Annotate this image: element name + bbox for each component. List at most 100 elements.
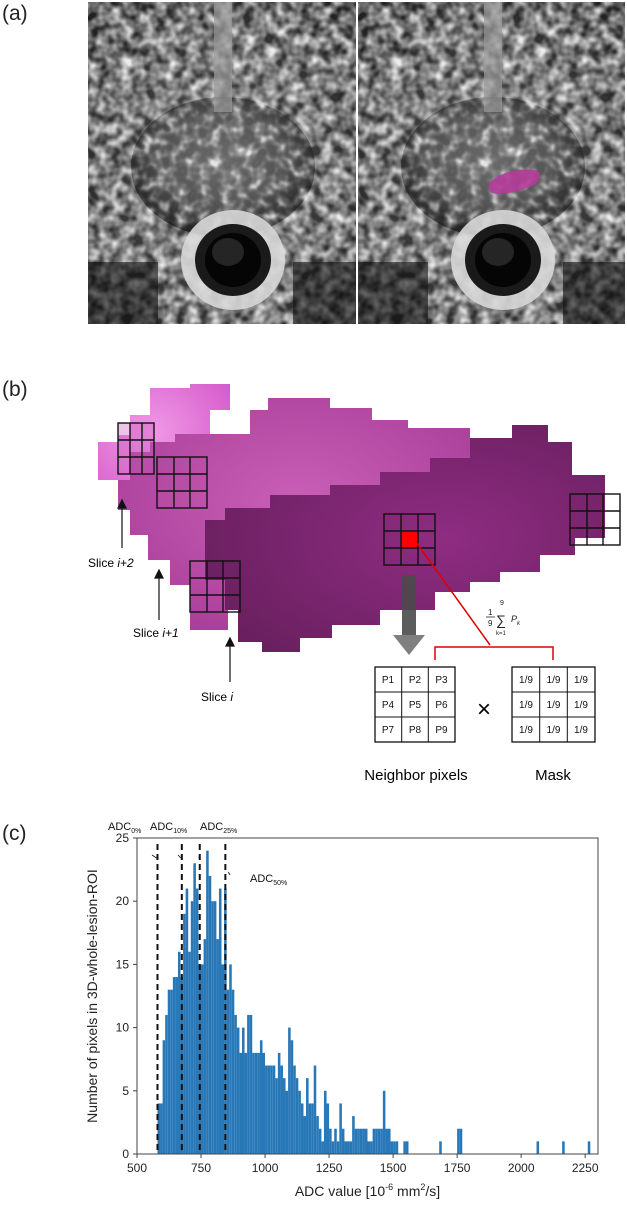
y-tick-label: 0 [122, 1147, 129, 1161]
histogram-bar [262, 1052, 266, 1154]
histogram-bar [234, 1014, 237, 1154]
percentile-label: ADC25% [200, 821, 237, 835]
percentile-label: ADC50% [250, 873, 287, 887]
histogram-bar [218, 888, 222, 1154]
histogram-bar [395, 1141, 399, 1154]
neighbor-cell: P6 [435, 700, 448, 711]
percentile-label: ADC0% [108, 821, 141, 835]
neighbor-cell: P5 [409, 700, 422, 711]
histogram-bar [354, 1128, 358, 1154]
histogram-bar [280, 1065, 283, 1154]
grid-slice-i-plus-2 [117, 422, 155, 475]
histogram-bar [393, 1141, 396, 1154]
mask-cell: 1/9 [574, 700, 588, 711]
histogram-bar [288, 1027, 291, 1154]
histogram-bar [293, 1065, 296, 1154]
histogram-bar [321, 1141, 324, 1154]
svg-text:9: 9 [488, 619, 493, 628]
lesion-roi-overlay [488, 169, 540, 194]
histogram-bar [306, 1078, 309, 1154]
percentile-pointer [151, 854, 157, 859]
histogram-bar [313, 1065, 317, 1154]
histogram-bar [201, 964, 204, 1154]
x-tick-label: 1750 [444, 1161, 471, 1175]
x-tick-label: 750 [191, 1161, 211, 1175]
percentile-pointer [177, 854, 182, 859]
histogram-bar [165, 1014, 168, 1154]
histogram-bar [216, 939, 219, 1154]
histogram-bar [236, 1027, 240, 1154]
mask-table: 1/9 1/9 1/9 1/9 1/9 1/9 1/9 1/9 1/9 [511, 666, 596, 743]
histogram-bar [316, 1116, 319, 1154]
histogram-bar [323, 1090, 327, 1154]
histogram-bar [352, 1116, 355, 1154]
histogram-bar [295, 1078, 299, 1154]
multiply-symbol: × [477, 696, 491, 723]
x-tick-label: 2250 [572, 1161, 599, 1175]
neighbor-cell: P1 [382, 675, 395, 686]
neighbor-cell: P8 [409, 725, 422, 736]
histogram-bar [195, 888, 199, 1154]
pixel-link-line [415, 541, 491, 646]
mri-image-left [88, 2, 356, 324]
x-tick-label: 500 [127, 1161, 147, 1175]
histogram-bar [562, 1141, 565, 1154]
histogram-bar [403, 1141, 406, 1154]
histogram-bar [272, 1065, 276, 1154]
histogram-bar [308, 1103, 312, 1154]
neighbor-cell: P7 [382, 725, 395, 736]
y-axis-label: Number of pixels in 3D-whole-lesion-ROI [84, 869, 100, 1123]
histogram-bar [336, 1141, 340, 1154]
histogram-bar [405, 1141, 409, 1154]
histogram-bar [257, 1052, 260, 1154]
histogram-bar [249, 1014, 253, 1154]
y-tick-label: 20 [116, 894, 130, 908]
x-tick-label: 1000 [252, 1161, 279, 1175]
histogram-bar [341, 1128, 345, 1154]
svg-text:∑: ∑ [496, 612, 506, 628]
histogram-bar [183, 913, 186, 1154]
histogram-bar [185, 888, 189, 1154]
histogram-bar [221, 964, 225, 1154]
histogram-bar [211, 901, 214, 1154]
percentile-pointer [198, 854, 201, 859]
histogram-bar [377, 1128, 381, 1154]
panel-label-b: (b) [2, 378, 28, 401]
y-tick-label: 5 [122, 1084, 129, 1098]
x-tick-label: 1500 [380, 1161, 407, 1175]
grid-center [383, 513, 436, 566]
down-arrow-shaft [402, 575, 416, 635]
histogram-bar [347, 1141, 350, 1154]
histogram-bar [387, 1128, 391, 1154]
plot-frame [136, 837, 599, 1155]
mri-svg [88, 2, 625, 324]
mask-cell: 1/9 [547, 675, 561, 686]
slice-arrows [117, 498, 235, 682]
mask-cell: 1/9 [574, 725, 588, 736]
percentile-pointer [228, 871, 231, 876]
histogram-bar [242, 1027, 245, 1154]
svg-text:1: 1 [488, 608, 493, 617]
percentile-lines: ADC0%ADC10%ADC25%ADC50% [108, 821, 287, 1154]
histogram-bar [349, 1141, 353, 1154]
x-tick-label: 2000 [508, 1161, 535, 1175]
neighbor-cell: P9 [435, 725, 448, 736]
histogram-bar [239, 1052, 243, 1154]
mask-cell: 1/9 [574, 675, 588, 686]
histogram-bar [334, 1128, 337, 1154]
panel-label-c: (c) [2, 822, 27, 845]
histogram-bar [252, 1052, 255, 1154]
histogram-bar [331, 1141, 335, 1154]
histogram-bar [213, 901, 217, 1154]
histogram-bar [172, 977, 176, 1154]
x-axis-label: ADC value [10-6 mm2/s] [295, 1182, 440, 1199]
mean-formula: 1 9 9 ∑ k=1 P k [486, 600, 521, 637]
histogram-bar [167, 989, 171, 1154]
histogram-bar [206, 850, 209, 1154]
histogram-bar [254, 1052, 258, 1154]
histogram-bar [157, 1103, 161, 1154]
histogram-bar [380, 1128, 383, 1154]
